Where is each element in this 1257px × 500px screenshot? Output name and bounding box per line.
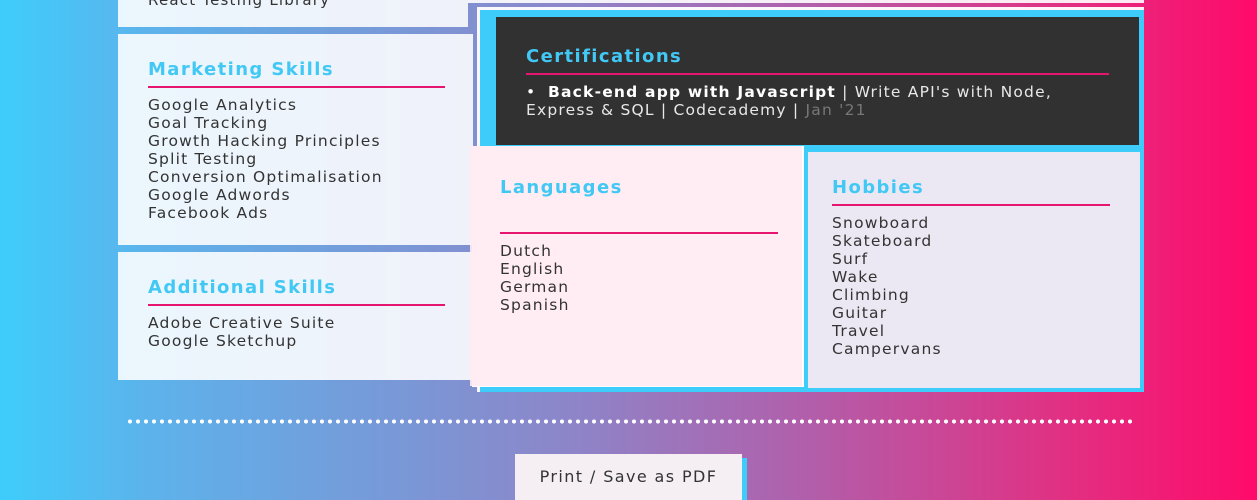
- section-divider: [148, 86, 445, 88]
- separator: |: [654, 101, 674, 119]
- list-item: Conversion Optimalisation: [148, 168, 383, 186]
- certifications-title: Certifications: [526, 46, 683, 67]
- marketing-skills-list: Google Analytics Goal Tracking Growth Ha…: [148, 96, 445, 222]
- list-item: Spanish: [500, 296, 570, 314]
- hobbies-title: Hobbies: [832, 177, 925, 198]
- separator: |: [836, 83, 855, 101]
- list-item: Google Adwords: [148, 186, 291, 204]
- list-item: Surf: [832, 250, 869, 268]
- skill-item: React Testing Library: [148, 0, 331, 9]
- list-item: Adobe Creative Suite: [148, 314, 336, 332]
- additional-skills-title: Additional Skills: [148, 277, 337, 298]
- list-item: Wake: [832, 268, 879, 286]
- list-item: Campervans: [832, 340, 942, 358]
- list-item: Split Testing: [148, 150, 258, 168]
- list-item: Google Analytics: [148, 96, 298, 114]
- skills-card-top: React Testing Library: [118, 0, 468, 27]
- list-item: Goal Tracking: [148, 114, 269, 132]
- list-item: Facebook Ads: [148, 204, 269, 222]
- list-item: Guitar: [832, 304, 888, 322]
- certifications-card: Certifications • Back-end app with Javasc…: [496, 17, 1139, 145]
- section-divider: [148, 304, 445, 306]
- languages-card: Languages Dutch English German Spanish: [470, 146, 802, 386]
- additional-skills-card: Additional Skills Adobe Creative Suite G…: [118, 252, 473, 380]
- languages-title: Languages: [500, 177, 623, 198]
- print-save-pdf-button[interactable]: Print / Save as PDF: [515, 454, 742, 500]
- list-item: English: [500, 260, 565, 278]
- divider: [468, 0, 1144, 3]
- dotted-divider: [126, 419, 1132, 424]
- list-item: Snowboard: [832, 214, 930, 232]
- additional-skills-list: Adobe Creative Suite Google Sketchup: [148, 314, 445, 350]
- certification-date: Jan '21: [805, 101, 867, 119]
- certification-entry: • Back-end app with Javascript | Write AP…: [526, 83, 1109, 119]
- list-item: German: [500, 278, 570, 296]
- certification-provider: Codecademy: [673, 101, 787, 119]
- hobbies-card: Hobbies Snowboard Skateboard Surf Wake C…: [808, 152, 1140, 388]
- list-item: Dutch: [500, 242, 553, 260]
- languages-list: Dutch English German Spanish: [500, 242, 778, 314]
- hobbies-list: Snowboard Skateboard Surf Wake Climbing …: [832, 214, 1110, 358]
- marketing-skills-title: Marketing Skills: [148, 59, 334, 80]
- list-item: Climbing: [832, 286, 910, 304]
- spacer: [500, 200, 778, 228]
- section-divider: [526, 73, 1109, 75]
- section-divider: [500, 232, 778, 234]
- list-item: Travel: [832, 322, 886, 340]
- bullet-icon: •: [526, 83, 537, 101]
- separator: |: [786, 101, 806, 119]
- list-item: Google Sketchup: [148, 332, 298, 350]
- certification-name: Back-end app with Javascript: [548, 83, 837, 101]
- section-divider: [832, 204, 1110, 206]
- list-item: Skateboard: [832, 232, 933, 250]
- list-item: Growth Hacking Principles: [148, 132, 381, 150]
- marketing-skills-card: Marketing Skills Google Analytics Goal T…: [118, 34, 473, 245]
- certification-description: Write API's with Node, Express & SQL: [526, 83, 1052, 119]
